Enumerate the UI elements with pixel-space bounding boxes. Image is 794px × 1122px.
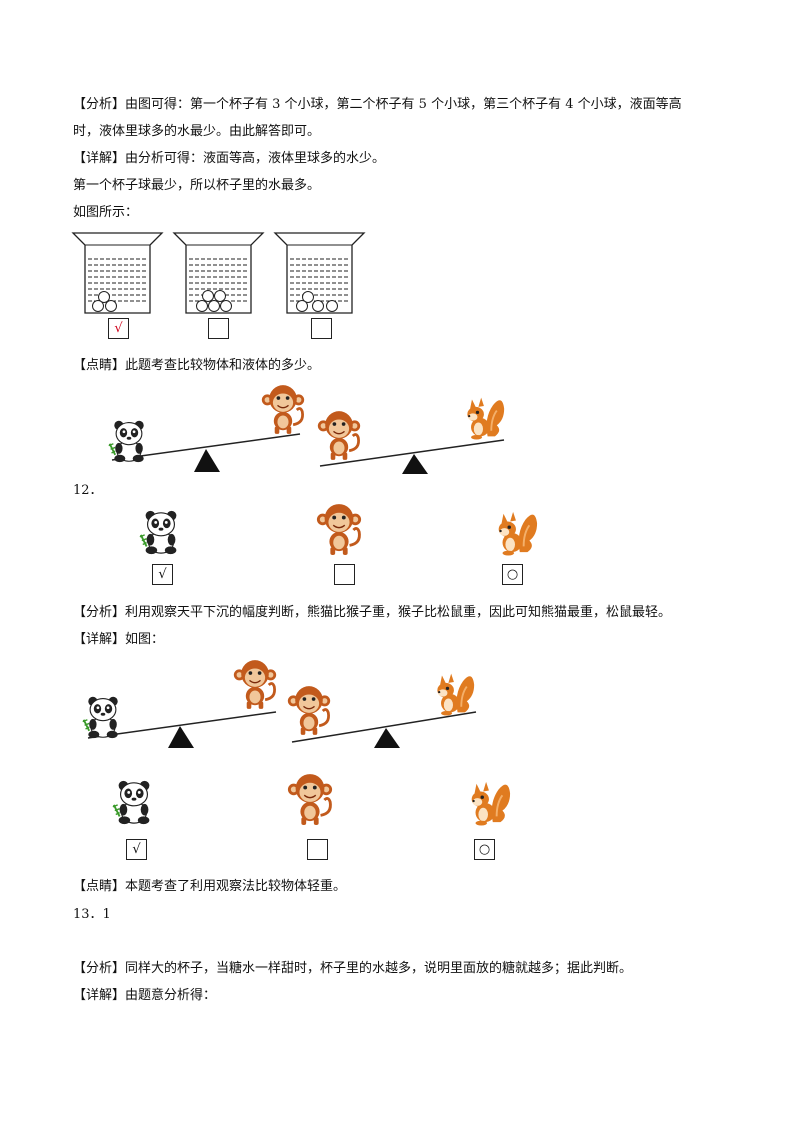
q11-analysis-continued: 时，液体里球多的水最少。由此解答即可。 [73, 124, 321, 139]
q12-detail: 【详解】如图： [73, 632, 165, 647]
monkey-option [315, 503, 363, 557]
cup-3-answer-box [311, 318, 332, 339]
squirrel-on-seesaw [466, 396, 506, 440]
q13-analysis: 【分析】同样大的杯子，当糖水一样甜时，杯子里的水越多，说明里面放的糖就越多；据此… [73, 961, 633, 976]
panda-answer-box-detail: √ [126, 839, 147, 860]
cup-3 [273, 232, 366, 314]
q11-as-shown: 如图所示： [73, 205, 139, 220]
seesaw-figure-detail [81, 658, 477, 748]
cup-1-answer-box: √ [108, 318, 129, 339]
q11-detail: 【详解】由分析可得：液面等高，液体里球多的水少。 [73, 151, 386, 166]
animal-options-detail [111, 773, 512, 827]
monkey-on-seesaw [260, 384, 306, 436]
q13-detail: 【详解】由题意分析得： [73, 988, 217, 1003]
monkey-answer-box-detail [307, 839, 328, 860]
monkey-answer-box [334, 564, 355, 585]
cup-2-answer-box [208, 318, 229, 339]
cup-1 [71, 232, 164, 314]
q12-comment: 【点睛】本题考查了利用观察法比较物体轻重。 [73, 879, 347, 894]
panda-answer-box: √ [152, 564, 173, 585]
monkey-on-seesaw-detail [232, 658, 278, 711]
seesaw-figure-top [107, 384, 506, 474]
q12-number: 12． [73, 483, 103, 498]
cup-2 [172, 232, 265, 314]
animal-options-top [138, 503, 539, 557]
q11-detail-continued: 第一个杯子球最少，所以杯子里的水最多。 [73, 178, 321, 193]
squirrel-option [497, 510, 539, 557]
q13-number: 13．1 [73, 907, 111, 922]
q12-analysis: 【分析】利用观察天平下沉的幅度判断，熊猫比猴子重，猴子比松鼠重，因此可知熊猫最重… [73, 605, 672, 620]
squirrel-on-seesaw-detail [436, 672, 476, 716]
squirrel-answer-box: ○ [502, 564, 523, 585]
panda-on-seesaw [107, 419, 145, 464]
panda-option [138, 509, 178, 556]
panda-option-detail [111, 779, 151, 826]
monkey-on-seesaw-detail-2 [286, 684, 332, 737]
squirrel-answer-box-detail: ○ [474, 839, 495, 860]
squirrel-option-detail [470, 780, 512, 827]
monkey-on-seesaw-2 [316, 410, 362, 462]
cups-figure [71, 232, 366, 314]
panda-on-seesaw-detail [81, 695, 119, 740]
q11-comment: 【点睛】此题考查比较物体和液体的多少。 [73, 358, 321, 373]
q11-analysis: 【分析】由图可得：第一个杯子有 3 个小球，第二个杯子有 5 个小球，第三个杯子… [73, 97, 682, 112]
monkey-option-detail [286, 773, 334, 827]
